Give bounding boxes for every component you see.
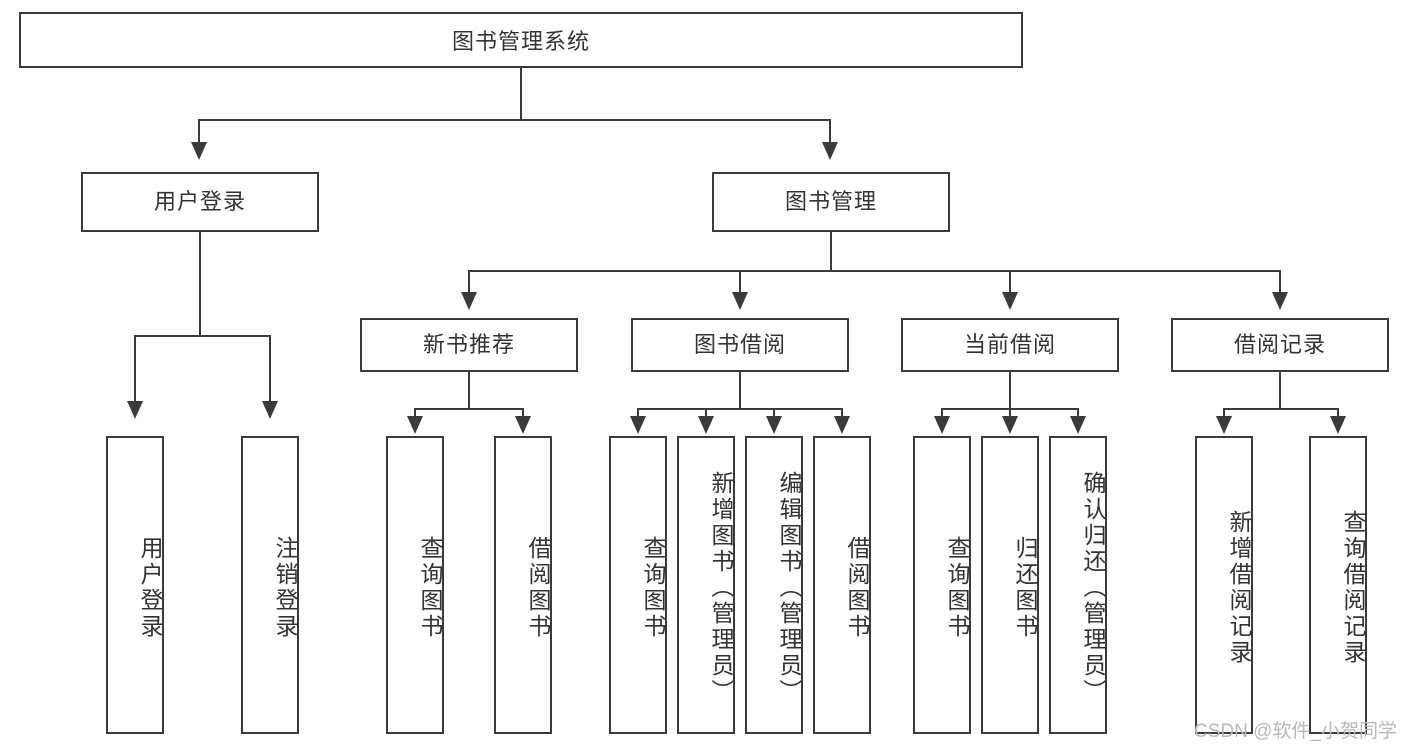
connector-nbr-stem	[468, 372, 470, 410]
node-label: 编辑图书（管理员）	[776, 471, 802, 705]
leaf-nbr-query-book[interactable]: 查询图书	[386, 436, 444, 734]
connector-cb-stem	[1009, 372, 1011, 410]
arrowhead-leaf-user-login-2	[262, 401, 278, 419]
arrowhead-leaf-bb-1	[630, 416, 646, 434]
arrowhead-book-mgmt	[822, 142, 838, 160]
node-label: 查询图书	[944, 536, 970, 640]
leaf-bb-borrow-book[interactable]: 借阅图书	[813, 436, 871, 734]
node-label: 查询图书	[640, 536, 666, 640]
node-label: 新书推荐	[422, 332, 515, 357]
connector-user-login-drop-2	[269, 335, 271, 403]
connector-cb-drop-1	[941, 408, 943, 420]
leaf-cb-query-book[interactable]: 查询图书	[913, 436, 971, 734]
connector-root-to-book-mgmt	[829, 119, 831, 144]
arrowhead-leaf-cb-2	[1002, 416, 1018, 434]
connector-root-bus	[198, 119, 831, 121]
node-current-borrow[interactable]: 当前借阅	[901, 318, 1119, 372]
node-borrow-record[interactable]: 借阅记录	[1171, 318, 1389, 372]
arrowhead-user-login	[191, 142, 207, 160]
connector-nbr-drop-2	[522, 408, 524, 420]
arrowhead-leaf-nbr-1	[407, 416, 423, 434]
connector-nbr-drop-1	[414, 408, 416, 420]
connector-bb-drop-3	[773, 408, 775, 420]
connector-bb-stem	[739, 372, 741, 410]
connector-book-mgmt-stem	[830, 232, 832, 272]
node-label: 借阅图书	[525, 536, 551, 640]
connector-bb-drop-4	[841, 408, 843, 420]
leaf-bb-add-book-admin[interactable]: 新增图书（管理员）	[677, 436, 735, 734]
node-label: 用户登录	[137, 536, 163, 640]
node-label: 借阅记录	[1233, 332, 1326, 357]
connector-nbr-bus	[414, 408, 524, 410]
connector-br-drop-1	[1223, 408, 1225, 420]
node-label: 新增借阅记录	[1226, 510, 1252, 666]
leaf-nbr-borrow-book[interactable]: 借阅图书	[494, 436, 552, 734]
leaf-bb-edit-book-admin[interactable]: 编辑图书（管理员）	[745, 436, 803, 734]
arrowhead-leaf-bb-4	[834, 416, 850, 434]
connector-user-login-drop-1	[134, 335, 136, 403]
node-label: 图书借阅	[693, 332, 786, 357]
connector-book-mgmt-bus	[468, 270, 1280, 272]
node-label: 图书管理	[784, 189, 877, 214]
node-label: 查询借阅记录	[1340, 510, 1366, 666]
node-label: 用户登录	[153, 189, 246, 214]
arrowhead-leaf-user-login-1	[127, 401, 143, 419]
connector-user-login-stem	[199, 232, 201, 336]
connector-bm-drop-4	[1279, 270, 1281, 294]
leaf-user-login-login[interactable]: 用户登录	[106, 436, 164, 734]
arrowhead-leaf-cb-1	[934, 416, 950, 434]
connector-bb-drop-1	[637, 408, 639, 420]
node-label: 归还图书	[1012, 536, 1038, 640]
leaf-cb-confirm-return-admin[interactable]: 确认归还（管理员）	[1049, 436, 1107, 734]
arrowhead-borrow-record	[1272, 292, 1288, 310]
leaf-br-query-record[interactable]: 查询借阅记录	[1309, 436, 1367, 734]
node-label: 注销登录	[272, 536, 298, 640]
leaf-cb-return-book[interactable]: 归还图书	[981, 436, 1039, 734]
arrowhead-leaf-cb-3	[1070, 416, 1086, 434]
connector-bb-drop-2	[705, 408, 707, 420]
node-label: 确认归还（管理员）	[1080, 471, 1106, 705]
arrowhead-current-borrow	[1002, 292, 1018, 310]
arrowhead-leaf-bb-2	[698, 416, 714, 434]
connector-root-stem	[520, 68, 522, 120]
arrowhead-leaf-nbr-2	[515, 416, 531, 434]
arrowhead-book-borrow	[732, 292, 748, 310]
node-label: 当前借阅	[963, 332, 1056, 357]
connector-br-drop-2	[1337, 408, 1339, 420]
arrowhead-leaf-bb-3	[766, 416, 782, 434]
csdn-watermark: CSDN @软件_小贺同学	[1194, 721, 1397, 742]
arrowhead-new-book-recommend	[461, 292, 477, 310]
node-root-system[interactable]: 图书管理系统	[19, 12, 1023, 68]
node-label: 查询图书	[417, 536, 443, 640]
connector-user-login-bus	[134, 335, 271, 337]
node-book-management[interactable]: 图书管理	[712, 172, 950, 232]
node-label: 新增图书（管理员）	[708, 471, 734, 705]
leaf-br-add-record[interactable]: 新增借阅记录	[1195, 436, 1253, 734]
leaf-bb-query-book[interactable]: 查询图书	[609, 436, 667, 734]
connector-bm-drop-2	[739, 270, 741, 294]
connector-cb-drop-2	[1009, 408, 1011, 420]
leaf-user-login-logout[interactable]: 注销登录	[241, 436, 299, 734]
connector-cb-drop-3	[1077, 408, 1079, 420]
arrowhead-leaf-br-1	[1216, 416, 1232, 434]
connector-root-to-user-login	[198, 119, 200, 144]
connector-br-stem	[1279, 372, 1281, 410]
node-label: 借阅图书	[844, 536, 870, 640]
arrowhead-leaf-br-2	[1330, 416, 1346, 434]
connector-br-bus	[1223, 408, 1339, 410]
node-label: 图书管理系统	[451, 29, 590, 54]
node-user-login[interactable]: 用户登录	[81, 172, 319, 232]
connector-bm-drop-3	[1009, 270, 1011, 294]
node-book-borrow[interactable]: 图书借阅	[631, 318, 849, 372]
connector-bb-bus	[637, 408, 843, 410]
node-new-book-recommend[interactable]: 新书推荐	[360, 318, 578, 372]
connector-bm-drop-1	[468, 270, 470, 294]
